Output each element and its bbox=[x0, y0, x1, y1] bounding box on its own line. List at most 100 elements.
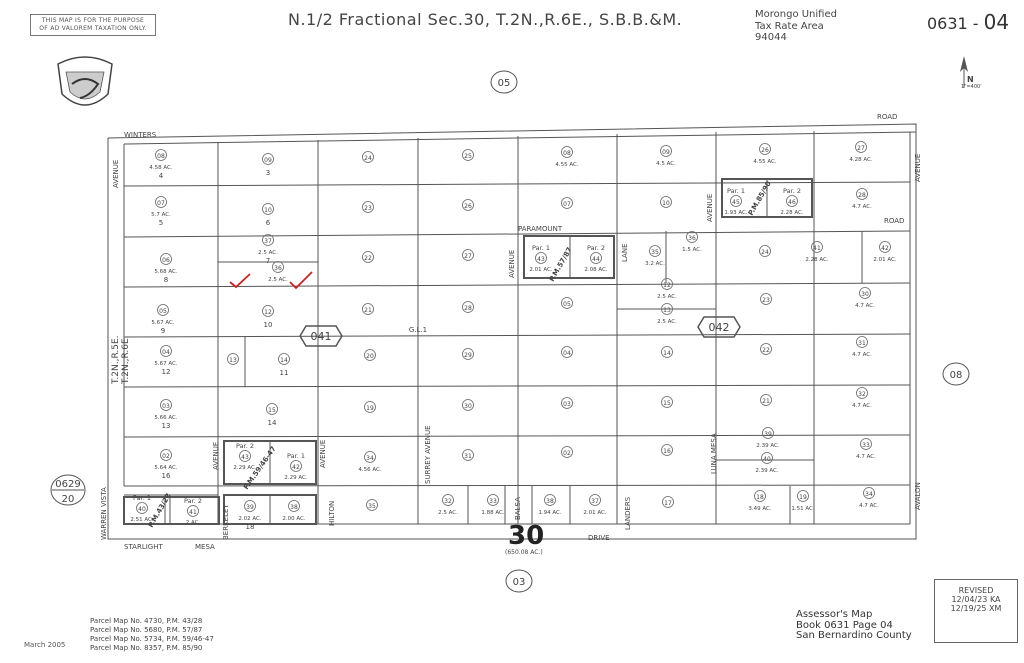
assessor-county: San Bernardino County bbox=[796, 630, 912, 641]
adjacent-page-west-sub: 20 bbox=[62, 494, 75, 505]
parcel-number: 46 bbox=[788, 199, 796, 206]
parcel-circle bbox=[760, 343, 772, 355]
avalon-label: AVALON bbox=[914, 482, 922, 510]
adjacent-page-east: 08 bbox=[950, 370, 963, 381]
adjacent-page-west: 0629 bbox=[55, 479, 80, 490]
parcel-number: 35 bbox=[368, 503, 376, 510]
parcel-acreage: 4.7 AC. bbox=[859, 503, 879, 509]
parcel-circle bbox=[855, 141, 867, 153]
parcel-number: 12 bbox=[663, 282, 671, 289]
parcel-circle bbox=[561, 297, 573, 309]
parcel-number: 28 bbox=[464, 305, 472, 312]
book-prefix: 0631 bbox=[927, 14, 968, 33]
gl1-label: G.L.1 bbox=[409, 326, 427, 334]
parcel-number: 40 bbox=[763, 456, 771, 463]
lot-number: 6 bbox=[266, 219, 271, 227]
par-label: Par. 1 bbox=[133, 494, 151, 502]
hilton-label: HILTON bbox=[328, 501, 336, 526]
parcel-circle bbox=[227, 353, 239, 365]
parcel-circle bbox=[462, 249, 474, 261]
parcel-number: 43 bbox=[241, 454, 249, 461]
parcel-circle bbox=[760, 293, 772, 305]
berkeley-label: BERKELEY bbox=[222, 504, 230, 540]
parcel-circle bbox=[660, 145, 672, 157]
parcel-circle bbox=[278, 353, 290, 365]
parcel-circle bbox=[660, 196, 672, 208]
lot-number: 16 bbox=[162, 472, 171, 480]
parcel-acreage: 1.5 AC. bbox=[682, 247, 702, 253]
revised-entry: 12/04/23 KA bbox=[951, 595, 1001, 604]
parcel-number: 27 bbox=[857, 145, 865, 152]
parcel-circle bbox=[364, 349, 376, 361]
parcel-acreage: 2.00 AC. bbox=[282, 516, 306, 522]
parcel-circle bbox=[730, 195, 742, 207]
parcel-number: 07 bbox=[157, 200, 165, 207]
section-boundary bbox=[107, 123, 917, 540]
avenue-label-berkeley: AVENUE bbox=[212, 442, 220, 470]
parcel-acreage: 5.68 AC. bbox=[154, 269, 178, 275]
parcel-number: 06 bbox=[162, 257, 170, 264]
parcel-number: 08 bbox=[157, 153, 165, 160]
parcel-circle bbox=[786, 195, 798, 207]
parcel-map-entry: Parcel Map No. 5680, P.M. 57/87 bbox=[90, 626, 203, 634]
township-r6e-label: T.2N.,R.6E. bbox=[121, 335, 131, 385]
parcel-number: 09 bbox=[264, 157, 272, 164]
map-scale: 1"=400' bbox=[961, 84, 982, 90]
parcel-number: 39 bbox=[764, 431, 772, 438]
parcel-map-85-90-label: P.M.85/90 bbox=[747, 180, 773, 217]
block-042-hexagon bbox=[697, 316, 741, 338]
parcel-circle bbox=[160, 253, 172, 265]
parcel-circle bbox=[661, 346, 673, 358]
parcel-circle bbox=[686, 231, 698, 243]
landers-label: LANDERS bbox=[624, 496, 632, 530]
parcel-number: 13 bbox=[663, 307, 671, 314]
parcel-acreage: 5.67 AC. bbox=[151, 320, 175, 326]
parcel-acreage: 4.7 AC. bbox=[852, 352, 872, 358]
parcel-circle bbox=[462, 199, 474, 211]
pm-bottom-outline bbox=[223, 494, 317, 525]
balsa-label: BALSA bbox=[514, 497, 522, 520]
parcel-circle bbox=[879, 241, 891, 253]
parcel-acreage: 3.2 AC. bbox=[645, 261, 665, 267]
check-mark-icon bbox=[289, 271, 313, 290]
parcel-circle bbox=[760, 394, 772, 406]
parcel-circle bbox=[590, 252, 602, 264]
tax-area-number: 94044 bbox=[755, 32, 787, 43]
lot-number: 18 bbox=[246, 523, 255, 531]
par-label: Par. 2 bbox=[783, 187, 801, 195]
drive-label: DRIVE bbox=[588, 534, 610, 542]
parcel-acreage: 1.51 AC. bbox=[791, 506, 815, 512]
parcel-map-entry: Parcel Map No. 4730, P.M. 43/28 bbox=[90, 617, 203, 625]
parcel-circle bbox=[662, 496, 674, 508]
parcel-number: 41 bbox=[813, 245, 821, 252]
parcel-number: 23 bbox=[364, 205, 372, 212]
parcel-number: 13 bbox=[229, 357, 237, 364]
pm-43-28-outline bbox=[123, 496, 220, 525]
parcel-circle bbox=[160, 399, 172, 411]
parcel-circle bbox=[661, 303, 673, 315]
parcel-acreage: 2.01 AC. bbox=[873, 257, 897, 263]
row-line-7 bbox=[123, 484, 911, 487]
row-line-4 bbox=[123, 333, 911, 338]
parcel-acreage: 1.93 AC. bbox=[724, 210, 748, 216]
surrey-avenue-label: SURREY AVENUE bbox=[424, 425, 432, 484]
warren-vista-label: WARREN VISTA bbox=[100, 487, 108, 540]
parcel-circle bbox=[589, 494, 601, 506]
row-line-3 bbox=[123, 282, 911, 288]
avenue-label-paramount: AVENUE bbox=[508, 250, 516, 278]
lot-number: 14 bbox=[268, 419, 277, 427]
parcel-acreage: 2.29 AC. bbox=[233, 465, 257, 471]
parcel-acreage: 2.39 AC. bbox=[756, 443, 780, 449]
parcel-circle bbox=[462, 301, 474, 313]
lot-number: 9 bbox=[161, 327, 165, 335]
avenue-label-east: AVENUE bbox=[914, 154, 922, 182]
parcel-number: 12 bbox=[264, 309, 272, 316]
parcel-circle bbox=[661, 444, 673, 456]
disclaimer-line-1: THIS MAP IS FOR THE PURPOSE bbox=[41, 17, 145, 24]
parcel-number: 37 bbox=[591, 498, 599, 505]
parcel-number: 14 bbox=[663, 350, 671, 357]
parcel-number: 02 bbox=[162, 453, 170, 460]
parcel-acreage: 2.28 AC. bbox=[780, 210, 804, 216]
parcel-number: 26 bbox=[761, 147, 769, 154]
